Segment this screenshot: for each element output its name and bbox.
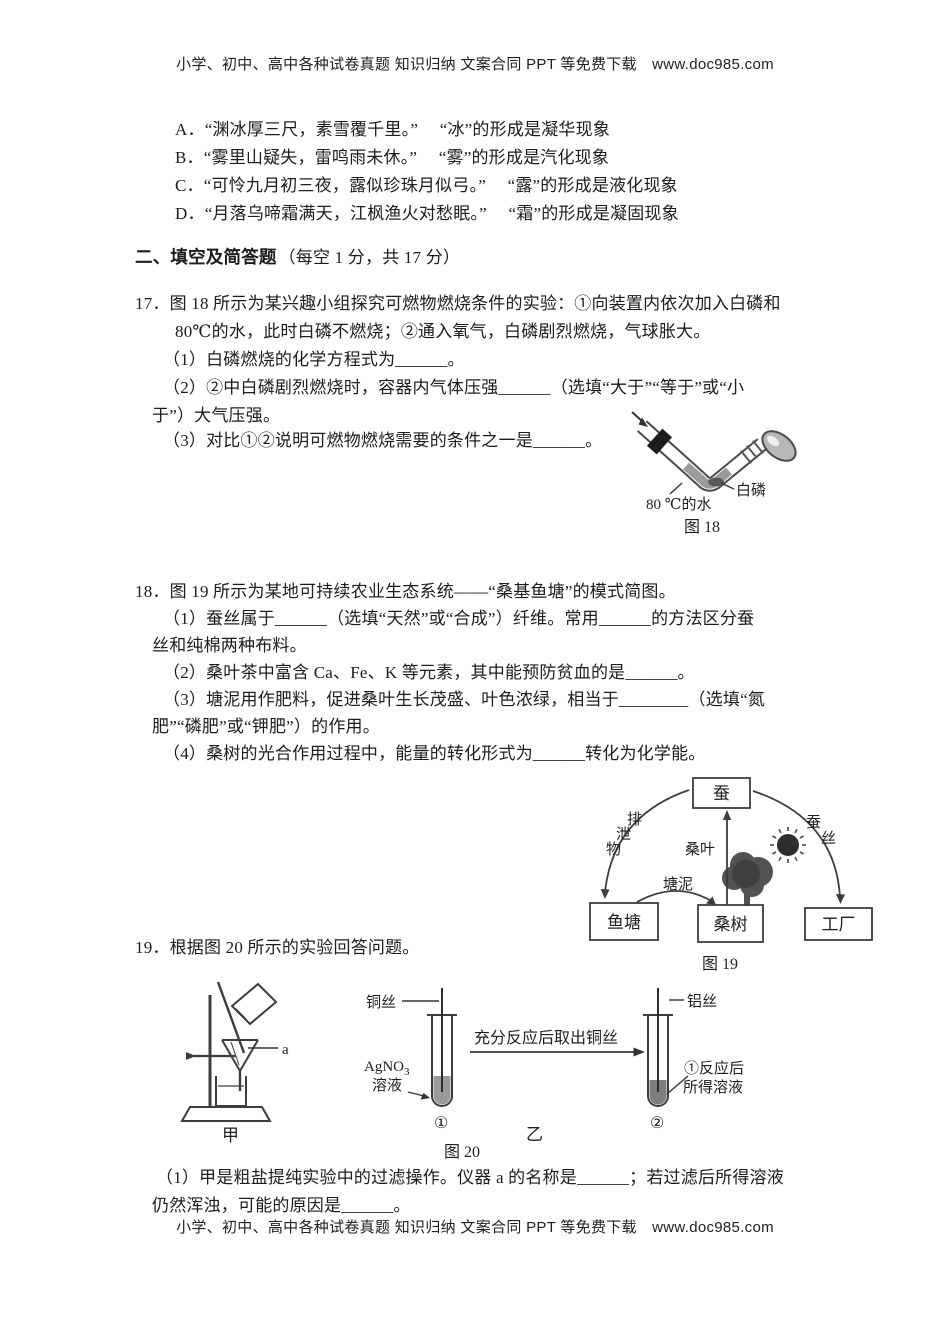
q17-sub2-cont: 于”）大气压强。 bbox=[152, 406, 281, 425]
box-mulberry-label: 桑树 bbox=[714, 915, 748, 934]
yi-label: 乙 bbox=[526, 1125, 543, 1144]
label-excreta-1: 排 bbox=[627, 811, 642, 828]
option-b-text: “雾里山疑失，雷鸣雨未休。” “雾”的形成是汽化现象 bbox=[203, 148, 610, 167]
option-c-text: “可怜九月初三夜，露似珍珠月似弓。” “露”的形成是液化现象 bbox=[203, 176, 678, 195]
box-pond bbox=[589, 902, 659, 941]
q18-sub3: （3）塘泥用作肥料，促进桑叶生长茂盛、叶色浓绿，相当于________（选填“氮 bbox=[163, 690, 766, 709]
q18-sub3-cont: 肥”“磷肥”或“钾肥”）的作用。 bbox=[152, 717, 380, 736]
fig19-caption: 图 19 bbox=[702, 956, 738, 973]
box-silkworm-label: 蚕 bbox=[713, 784, 730, 803]
sun-icon bbox=[770, 827, 806, 863]
label-excreta-3: 物 bbox=[606, 841, 621, 858]
page-footer: 小学、初中、高中各种试卷真题 知识归纳 文案合同 PPT 等免费下载 www.d… bbox=[176, 1219, 774, 1236]
option-a-label: A． bbox=[175, 120, 205, 139]
instrument-a-label: a bbox=[282, 1042, 289, 1058]
q18-sub2: （2）桑叶茶中富含 Ca、Fe、K 等元素，其中能预防贫血的是______。 bbox=[163, 663, 695, 682]
q17-number: 17． bbox=[135, 294, 170, 313]
box-factory-label: 工厂 bbox=[822, 915, 856, 934]
figure-20: a 甲 铜丝 AgNO3 溶液 ① 充分反应后取出铜丝 铝丝 ①反应后 所得溶液 bbox=[180, 981, 744, 1161]
q17-stem-line1: 17．图 18 所示为某兴趣小组探究可燃物燃烧条件的实验：①向装置内依次加入白磷… bbox=[135, 294, 781, 313]
pouring-beaker bbox=[230, 982, 278, 1026]
fig18-water-label: 80 ℃的水 bbox=[646, 496, 712, 513]
section-heading: 二、填空及简答题（每空 1 分，共 17 分） bbox=[135, 247, 460, 268]
reaction-arrow-label: 充分反应后取出铜丝 bbox=[474, 1028, 618, 1047]
stopper bbox=[646, 428, 673, 455]
option-b-label: B． bbox=[175, 148, 204, 167]
q18-sub1: （1）蚕丝属于______（选填“天然”或“合成”）纤维。常用______的方法… bbox=[163, 609, 755, 628]
copper-wire-label: 铜丝 bbox=[366, 994, 396, 1011]
section-score-note: （每空 1 分，共 17 分） bbox=[278, 248, 461, 267]
q19-sub1: （1）甲是粗盐提纯实验中的过滤操作。仪器 a 的名称是______；若过滤后所得… bbox=[156, 1168, 784, 1187]
agno3-solution-word: 溶液 bbox=[372, 1077, 402, 1094]
glass-rod bbox=[216, 981, 246, 1054]
q18-number: 18． bbox=[135, 582, 170, 601]
label-pond-mud: 塘泥 bbox=[663, 876, 693, 893]
fig20-caption: 图 20 bbox=[444, 1144, 480, 1161]
arrow-silkworm-to-pond bbox=[604, 789, 690, 893]
option-c-label: C． bbox=[175, 176, 204, 195]
option-a-text: “渊冰厚三尺，素雪覆千里。” “冰”的形成是凝华现象 bbox=[204, 120, 611, 139]
q17-sub1: （1）白磷燃烧的化学方程式为______。 bbox=[163, 350, 465, 369]
q19-stem: 19．根据图 20 所示的实验回答问题。 bbox=[135, 938, 420, 957]
test-tube-2 bbox=[643, 988, 673, 1107]
q17-sub2: （2）②中白磷剧烈燃烧时，容器内气体压强______（选填“大于”“等于”或“小 bbox=[163, 378, 745, 397]
option-b: B．“雾里山疑失，雷鸣雨未休。” “雾”的形成是汽化现象 bbox=[175, 148, 609, 168]
figure-18: 白磷 80 ℃的水 图 18 bbox=[631, 411, 797, 536]
figure-19: 蚕 鱼塘 桑树 工厂 排 泄 物 桑叶 塘泥 蚕 丝 图 19 bbox=[589, 777, 873, 973]
option-c: C．“可怜九月初三夜，露似珍珠月似弓。” “露”的形成是液化现象 bbox=[175, 176, 678, 196]
tube1-number: ① bbox=[434, 1115, 448, 1132]
q17-sub3: （3）对比①②说明可燃物燃烧需要的条件之一是______。 bbox=[163, 431, 603, 450]
option-a: A．“渊冰厚三尺，素雪覆千里。” “冰”的形成是凝华现象 bbox=[175, 120, 610, 140]
box-factory bbox=[804, 907, 873, 941]
q19-sub1-cont: 仍然浑浊，可能的原因是______。 bbox=[152, 1196, 411, 1215]
tube-neck-rings bbox=[740, 450, 752, 464]
q18-sub1-cont: 丝和纯棉两种布料。 bbox=[152, 636, 307, 655]
fig18-caption: 图 18 bbox=[684, 519, 720, 536]
fig18-phosphorus-label: 白磷 bbox=[736, 482, 766, 499]
q19-number: 19． bbox=[135, 938, 170, 957]
white-phosphorus bbox=[708, 477, 724, 487]
page-header: 小学、初中、高中各种试卷真题 知识归纳 文案合同 PPT 等免费下载 www.d… bbox=[176, 56, 774, 73]
box-mulberry bbox=[697, 904, 764, 943]
option-d-label: D． bbox=[175, 204, 205, 223]
tree-icon bbox=[722, 852, 773, 906]
option-d-text: “月落乌啼霜满天，江枫渔火对愁眠。” “霜”的形成是凝固现象 bbox=[204, 204, 679, 223]
filtration-apparatus bbox=[180, 981, 278, 1122]
label-mulberry-leaf: 桑叶 bbox=[685, 841, 715, 858]
label-excreta-2: 泄 bbox=[616, 826, 631, 843]
result-label-line1: ①反应后 bbox=[684, 1059, 744, 1077]
section-title: 二、填空及简答题 bbox=[135, 247, 277, 267]
agno3-label: AgNO3 bbox=[364, 1059, 410, 1078]
test-tube-1 bbox=[427, 988, 457, 1107]
receiving-beaker bbox=[215, 1076, 247, 1107]
arrow-silkworm-to-factory bbox=[752, 790, 841, 898]
arrow-pond-to-mulberry bbox=[636, 890, 714, 903]
result-label-line2: 所得溶液 bbox=[683, 1079, 743, 1096]
q17-stem-line2: 80℃的水，此时白磷不燃烧；②通入氧气，白磷剧烈燃烧，气球胀大。 bbox=[175, 322, 711, 341]
tube2-number: ② bbox=[650, 1115, 664, 1132]
label-silk-2: 丝 bbox=[821, 830, 836, 847]
resulting-solution bbox=[649, 1080, 667, 1105]
q18-sub4: （4）桑树的光合作用过程中，能量的转化形式为______转化为化学能。 bbox=[163, 744, 706, 763]
box-pond-label: 鱼塘 bbox=[607, 913, 641, 932]
balloon bbox=[761, 430, 797, 462]
q18-stem: 18．图 19 所示为某地可持续农业生态系统——“桑基鱼塘”的模式简图。 bbox=[135, 582, 676, 601]
aluminum-wire-label: 铝丝 bbox=[687, 993, 717, 1010]
jia-label: 甲 bbox=[222, 1126, 239, 1145]
box-silkworm bbox=[692, 777, 751, 809]
label-silk-1: 蚕 bbox=[806, 815, 821, 831]
option-d: D．“月落乌啼霜满天，江枫渔火对愁眠。” “霜”的形成是凝固现象 bbox=[175, 204, 679, 224]
